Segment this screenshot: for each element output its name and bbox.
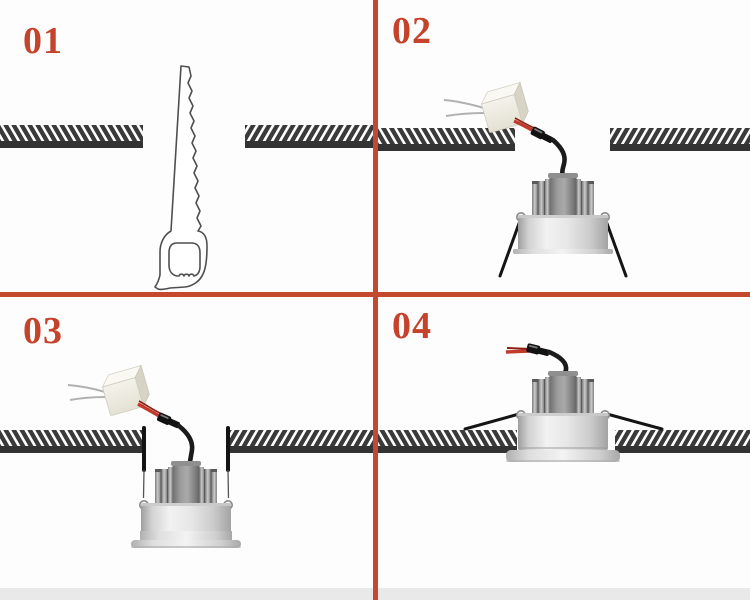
spring-clip-left xyxy=(498,216,523,278)
ceiling-panel4-left xyxy=(377,430,517,453)
trim-flange-shadow xyxy=(131,546,241,548)
downlight-fixture xyxy=(131,460,241,548)
power-cable xyxy=(176,423,195,467)
downlight-fixture xyxy=(506,370,620,462)
step-number-03: 03 xyxy=(23,310,63,352)
step4-illustration xyxy=(463,343,664,462)
step-number-01: 01 xyxy=(23,20,63,62)
trim-flange-shadow xyxy=(506,460,620,462)
pigtail-wire-dark xyxy=(506,347,531,350)
ceiling-panel4-right xyxy=(615,430,750,453)
pigtail-wire-red xyxy=(505,349,530,354)
ceiling-panel3-right xyxy=(230,430,373,453)
driver-input-wire-2 xyxy=(69,396,107,401)
driver-input-wire-1 xyxy=(67,384,106,393)
spring-clip-right-open xyxy=(605,412,664,431)
saw-icon xyxy=(154,65,208,291)
step2-illustration xyxy=(443,82,628,278)
divider-vertical xyxy=(373,0,378,600)
driver-input-wire-2 xyxy=(445,112,486,117)
ceiling-panel1-right xyxy=(245,125,373,148)
ceiling-panel1-left xyxy=(0,125,143,148)
driver-output-wire-red xyxy=(137,402,162,419)
trim-lip xyxy=(513,249,613,254)
wire-connector xyxy=(525,343,551,358)
power-cable xyxy=(550,137,567,180)
spring-clip-right-wire xyxy=(227,469,230,499)
driver-input-wire-1 xyxy=(443,99,485,109)
saw-handle-grip-hole xyxy=(168,242,201,277)
wire-connector xyxy=(529,126,555,145)
ceiling-panel2-left xyxy=(377,128,515,151)
ceiling-panel2-right xyxy=(610,128,750,151)
downlight-fixture xyxy=(513,172,613,254)
spring-clip-left-wire xyxy=(142,469,145,499)
step-number-04: 04 xyxy=(392,305,432,347)
step3-illustration xyxy=(67,365,241,548)
trim-flange xyxy=(506,450,620,462)
saw-blade-and-handle xyxy=(154,65,208,291)
spring-clip-left-open xyxy=(463,412,521,431)
step-number-02: 02 xyxy=(392,10,432,52)
ceiling-panel3-left xyxy=(0,430,142,453)
spring-clip-right xyxy=(603,216,628,278)
